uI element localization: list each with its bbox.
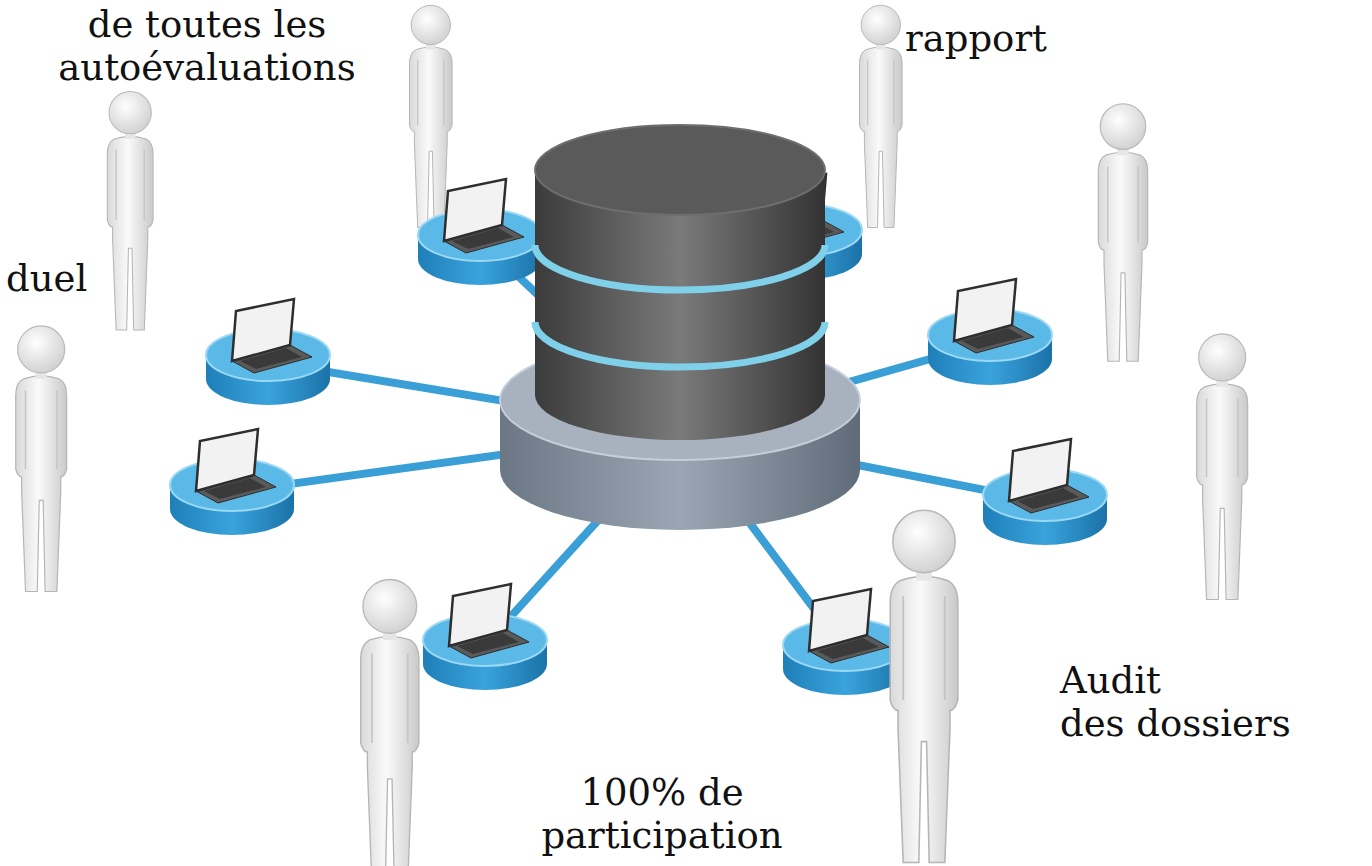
caption-label: de toutes les autoévaluations [12,4,402,89]
laptop-disc [418,179,542,285]
cylinder-top [535,125,825,215]
person [16,326,67,592]
person [1098,104,1147,361]
caption-label: 100% de participation [497,772,827,857]
label-text: duel [6,257,87,300]
caption-label: duel [6,258,87,301]
laptop-disc [206,299,330,405]
laptop-disc [983,439,1107,545]
person [409,5,452,227]
cylinder-ring [535,245,825,290]
laptop-disc [423,584,547,690]
person [1197,334,1248,600]
person [859,5,902,227]
people-front [361,510,958,866]
caption-label: rapport [905,18,1047,61]
label-text: 100% de participation [541,771,782,857]
database-cylinder [500,125,860,530]
label-text: Audit des dossiers [1060,659,1291,745]
person [107,92,153,330]
people-back [16,5,1248,599]
person [890,510,958,862]
caption-label: Audit des dossiers [1060,660,1364,745]
laptop-disc [783,589,907,695]
laptop-disc [170,429,294,535]
laptop-disc [928,279,1052,385]
person [361,579,419,866]
label-text: rapport [905,17,1047,60]
label-text: de toutes les autoévaluations [58,3,355,89]
cylinder-ring [535,322,825,367]
